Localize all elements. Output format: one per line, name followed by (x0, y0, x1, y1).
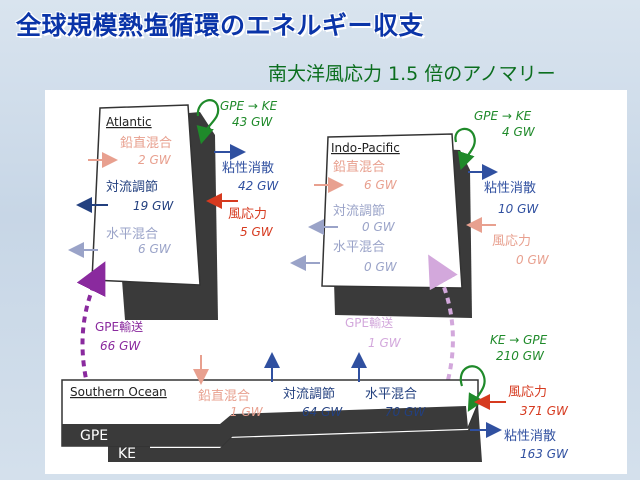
atlantic-gpe-transport-label: GPE輸送 (95, 319, 143, 334)
indo-pacific-gpe-transport-label: GPE輸送 (345, 315, 393, 330)
indo-pacific-horizontal-mixing-label: 水平混合 (333, 240, 385, 255)
atlantic-gpe-transport-arrow (76, 261, 106, 389)
indo-pacific-basin: Indo-Pacific 鉛直混合 6 GW 対流調節 0 GW 水平混合 0 … (290, 109, 550, 381)
indo-pacific-gpe-transport-value: 1 GW (368, 336, 402, 350)
atlantic-conversion-value: 43 GW (232, 115, 273, 129)
slide-subtitle: 南大洋風応力 1.5 倍のアノマリー (268, 63, 556, 85)
atlantic-convection-label: 対流調節 (106, 180, 158, 195)
atlantic-vertical-mixing-value: 2 GW (138, 153, 172, 167)
indo-pacific-vertical-mixing-value: 6 GW (364, 178, 398, 192)
indo-pacific-dissipation-value: 10 GW (498, 202, 539, 216)
southern-ocean-wind-value: 371 GW (520, 404, 569, 418)
indo-pacific-convection-label: 対流調節 (333, 204, 385, 219)
indo-pacific-conversion-label: GPE → KE (474, 109, 532, 123)
southern-ocean-wind-label: 風応力 (508, 385, 547, 400)
atlantic-gpe-box (91, 104, 201, 286)
slide-title: 全球規模熱塩循環のエネルギー収支 (16, 11, 425, 40)
southern-ocean-horizontal-mixing-value: 70 GW (385, 405, 426, 419)
atlantic-conversion-label: GPE → KE (220, 99, 278, 113)
atlantic-wind-label: 風応力 (228, 207, 267, 222)
southern-ocean-ke-label: KE (118, 446, 136, 462)
indo-pacific-horizontal-mixing-value: 0 GW (364, 260, 398, 274)
southern-ocean-ke-box (108, 404, 482, 462)
atlantic-basin: Atlantic 鉛直混合 2 GW 対流調節 19 GW 水平混合 6 GW … (68, 99, 279, 389)
atlantic-dissipation-label: 粘性消散 (222, 161, 274, 176)
indo-pacific-name: Indo-Pacific (331, 141, 400, 155)
atlantic-conversion-arrow (196, 99, 220, 145)
southern-ocean-dissipation-value: 163 GW (520, 447, 569, 461)
southern-ocean-vertical-mixing-value: 1 GW (230, 405, 264, 419)
indo-pacific-wind-label: 風応力 (492, 234, 531, 249)
indo-pacific-gpe-box (321, 133, 463, 289)
indo-pacific-dissipation-label: 粘性消散 (484, 181, 536, 196)
atlantic-horizontal-mixing-value: 6 GW (138, 242, 172, 256)
indo-pacific-wind-value: 0 GW (516, 253, 550, 267)
atlantic-vertical-mixing-label: 鉛直混合 (120, 136, 172, 151)
southern-ocean-gpe-label: GPE (80, 428, 108, 444)
atlantic-convection-value: 19 GW (133, 199, 174, 213)
southern-ocean-convection-label: 対流調節 (283, 387, 335, 402)
atlantic-horizontal-mixing-label: 水平混合 (106, 227, 158, 242)
southern-ocean-conversion-label: KE → GPE (490, 333, 548, 347)
southern-ocean-dissipation-label: 粘性消散 (504, 429, 556, 444)
atlantic-gpe-transport-value: 66 GW (100, 339, 141, 353)
indo-pacific-conversion-arrow (454, 127, 476, 171)
southern-ocean-conversion-value: 210 GW (496, 349, 545, 363)
southern-ocean-horizontal-mixing-label: 水平混合 (365, 387, 417, 402)
indo-pacific-convection-value: 0 GW (362, 220, 396, 234)
indo-pacific-conversion-value: 4 GW (502, 125, 536, 139)
southern-ocean-name: Southern Ocean (70, 385, 167, 399)
southern-ocean-basin: Southern Ocean GPE KE 鉛直混合 1 GW 対流調節 64 … (61, 333, 569, 462)
southern-ocean-vertical-mixing-label: 鉛直混合 (198, 389, 250, 404)
atlantic-name: Atlantic (106, 115, 152, 129)
indo-pacific-vertical-mixing-label: 鉛直混合 (333, 160, 385, 175)
southern-ocean-gpe-band (62, 406, 468, 446)
indo-pacific-gpe-transport-arrow (428, 254, 458, 381)
southern-ocean-convection-value: 64 GW (302, 405, 343, 419)
atlantic-wind-value: 5 GW (240, 225, 274, 239)
atlantic-dissipation-value: 42 GW (238, 179, 279, 193)
